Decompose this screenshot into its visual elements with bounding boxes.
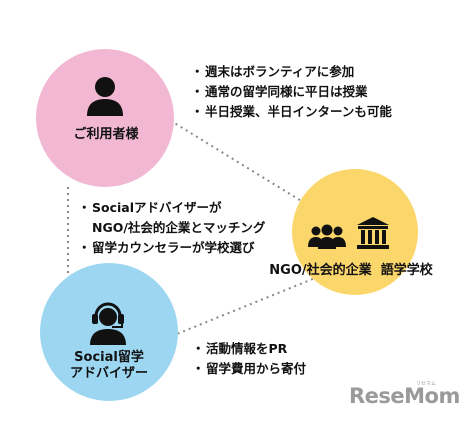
advisor-label-line1: Social留学 (74, 350, 144, 365)
advisor-bottom-points: ・活動情報をPR ・留学費用から寄付 (192, 339, 306, 379)
person-icon (87, 77, 123, 116)
org-label: NGO/社会的企業 語学学校 (269, 263, 433, 278)
advisor-label-line2: アドバイザー (69, 366, 148, 381)
school-building-icon (357, 217, 389, 249)
list-item: ・週末はボランティアに参加 (191, 64, 355, 79)
user-node (36, 49, 174, 187)
resemom-logo: ReseMom (349, 384, 459, 408)
list-item: ・留学カウンセラーが学校選び (78, 240, 255, 255)
list-item: ・留学費用から寄付 (192, 361, 307, 376)
link-user-org (149, 107, 317, 211)
user-org-points: ・週末はボランティアに参加 ・通常の留学同様に平日は授業 ・半日授業、半日インタ… (191, 62, 392, 122)
link-advisor-org (171, 275, 321, 337)
advisor-org-points: ・Socialアドバイザーが NGO/社会的企業とマッチング ・留学カウンセラー… (78, 198, 265, 258)
list-item: ・通常の留学同様に平日は授業 (191, 84, 368, 99)
list-item: ・活動情報をPR (192, 341, 288, 356)
group-icon (308, 224, 346, 249)
resemom-logo-sub: リセマム (416, 381, 437, 387)
list-item: ・Socialアドバイザーが (78, 200, 222, 215)
list-item: ・半日授業、半日インターンも可能 (191, 104, 392, 119)
advisor-label: Social留学 アドバイザー (59, 350, 159, 382)
headset-person-icon (90, 302, 126, 345)
user-label: ご利用者様 (73, 127, 139, 142)
list-item: NGO/社会的企業とマッチング (92, 220, 266, 235)
